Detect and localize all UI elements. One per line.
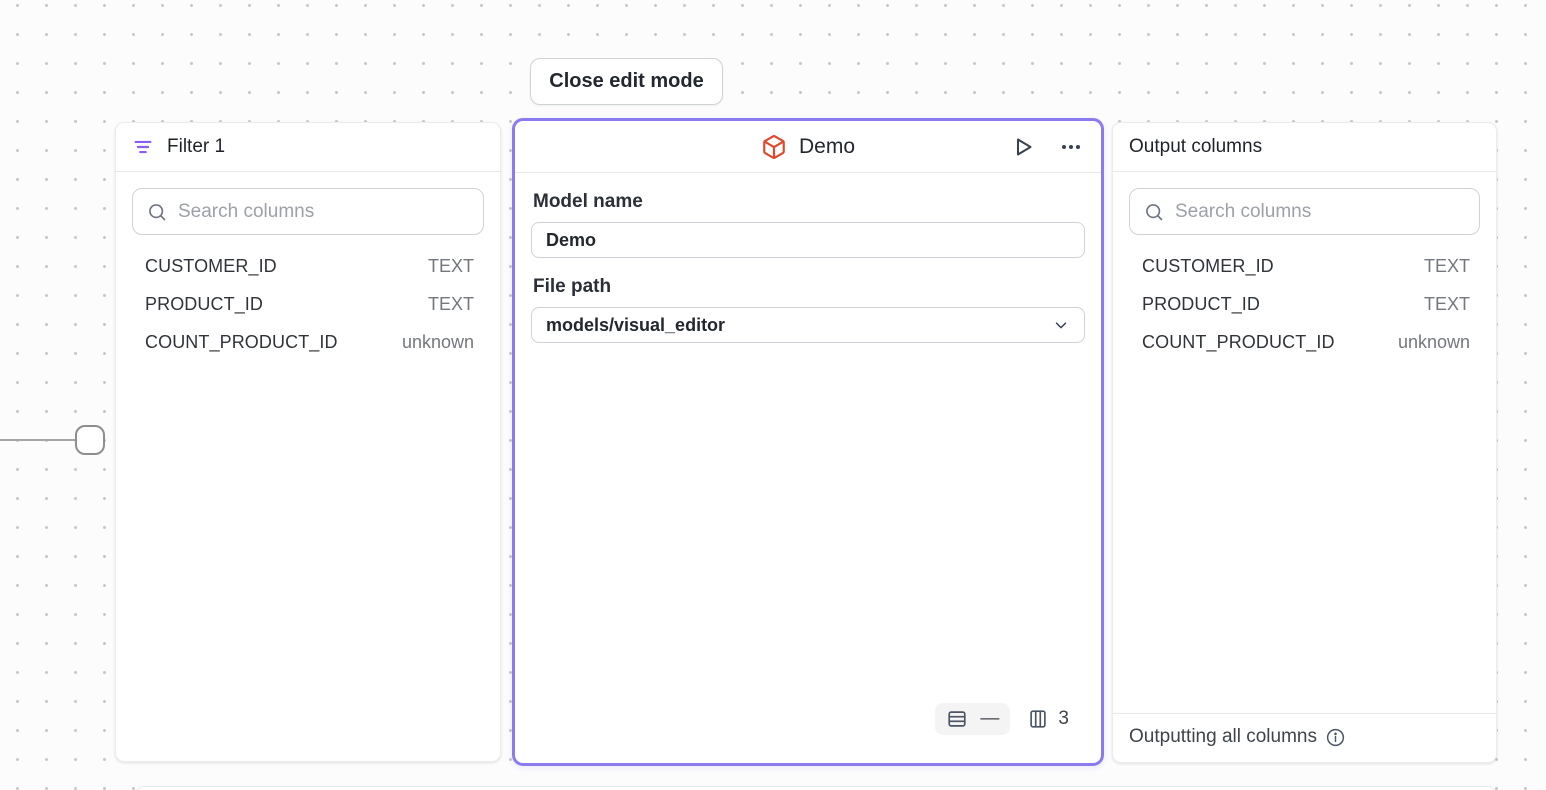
filter-node-panel[interactable]: Filter 1 CUSTOMER_ID TEXT PRODUCT_ID xyxy=(115,122,501,762)
output-column-list: CUSTOMER_ID TEXT PRODUCT_ID TEXT COUNT_P… xyxy=(1129,247,1480,361)
close-edit-mode-button[interactable]: Close edit mode xyxy=(530,58,723,105)
column-row[interactable]: PRODUCT_ID TEXT xyxy=(1129,285,1480,323)
model-cube-icon xyxy=(761,134,787,160)
search-icon xyxy=(1144,202,1164,222)
info-icon[interactable] xyxy=(1325,727,1346,748)
column-count-indicator[interactable]: 3 xyxy=(1027,708,1069,730)
column-row[interactable]: CUSTOMER_ID TEXT xyxy=(132,247,484,285)
model-stats-bar: — 3 xyxy=(531,703,1085,749)
chevron-down-icon xyxy=(1052,316,1070,334)
filter-panel-header: Filter 1 xyxy=(116,123,500,172)
column-row[interactable]: PRODUCT_ID TEXT xyxy=(132,285,484,323)
ellipsis-icon xyxy=(1059,135,1083,159)
output-panel-title: Output columns xyxy=(1129,136,1263,157)
filter-search-box xyxy=(132,188,484,235)
column-name: CUSTOMER_ID xyxy=(145,255,277,276)
model-node-panel-selected[interactable]: Demo xyxy=(512,118,1104,766)
table-columns-icon xyxy=(1027,708,1049,730)
column-row[interactable]: COUNT_PRODUCT_ID unknown xyxy=(132,323,484,361)
output-search-input[interactable] xyxy=(1175,200,1465,223)
filter-panel-title: Filter 1 xyxy=(167,136,226,157)
row-count-value: — xyxy=(980,708,1000,729)
file-path-select[interactable]: models/visual_editor xyxy=(531,307,1085,343)
outputting-all-columns-text: Outputting all columns xyxy=(1129,726,1317,747)
output-panel-footer: Outputting all columns xyxy=(1113,713,1496,762)
column-type: unknown xyxy=(1397,331,1470,352)
file-path-label: File path xyxy=(533,276,612,297)
column-type: TEXT xyxy=(1423,255,1470,276)
column-row[interactable]: CUSTOMER_ID TEXT xyxy=(1129,247,1480,285)
model-name-input[interactable] xyxy=(531,222,1085,258)
output-columns-panel[interactable]: Output columns CUSTOMER_ID TEXT PRODU xyxy=(1112,122,1497,763)
column-name: CUSTOMER_ID xyxy=(1142,255,1274,276)
more-options-button[interactable] xyxy=(1057,133,1085,161)
column-name: COUNT_PRODUCT_ID xyxy=(1142,331,1335,352)
column-count-value: 3 xyxy=(1058,708,1069,729)
column-name: PRODUCT_ID xyxy=(1142,293,1261,314)
run-model-button[interactable] xyxy=(1009,133,1037,161)
output-panel-header: Output columns xyxy=(1113,123,1496,172)
file-path-value: models/visual_editor xyxy=(546,314,726,335)
play-icon xyxy=(1011,135,1035,159)
column-name: COUNT_PRODUCT_ID xyxy=(145,331,338,352)
output-search-box xyxy=(1129,188,1480,235)
search-icon xyxy=(147,202,167,222)
model-panel-title: Demo xyxy=(798,134,856,158)
filter-search-input[interactable] xyxy=(178,200,469,223)
connection-edge xyxy=(0,439,77,441)
column-type: unknown xyxy=(401,331,474,352)
filter-column-list: CUSTOMER_ID TEXT PRODUCT_ID TEXT COUNT_P… xyxy=(132,247,484,361)
column-row[interactable]: COUNT_PRODUCT_ID unknown xyxy=(1129,323,1480,361)
filter-icon xyxy=(132,136,154,158)
connection-port-handle[interactable] xyxy=(75,425,105,455)
column-type: TEXT xyxy=(1423,293,1470,314)
model-name-label: Model name xyxy=(533,191,643,212)
bottom-partial-panel[interactable] xyxy=(135,786,1497,790)
column-name: PRODUCT_ID xyxy=(145,293,264,314)
table-rows-icon xyxy=(946,708,968,730)
row-count-indicator[interactable]: — xyxy=(935,703,1011,735)
model-panel-header: Demo xyxy=(515,121,1101,173)
column-type: TEXT xyxy=(427,255,474,276)
column-type: TEXT xyxy=(427,293,474,314)
